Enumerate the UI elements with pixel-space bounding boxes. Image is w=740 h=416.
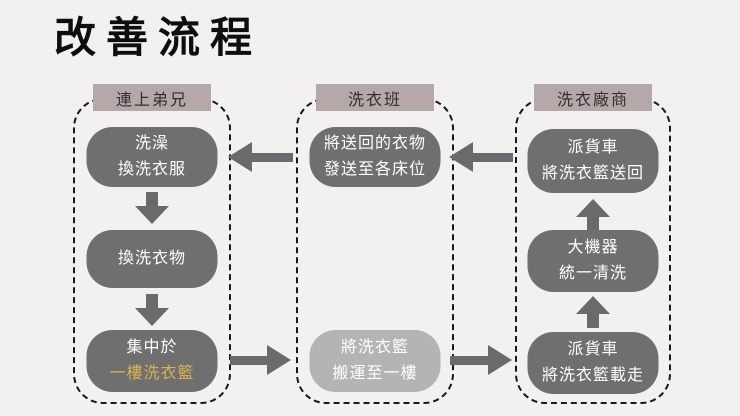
node-text-line: 集中於: [126, 338, 178, 356]
node-carry-basket-to-first-floor: 將洗衣籃 搬運至一樓: [309, 330, 441, 392]
arrow-down-icon: [135, 294, 169, 326]
node-text-line: 統一清洗: [558, 264, 627, 282]
column-laundry-vendor: 洗衣廠商 派貨車 將洗衣籃送回 大機器 統一清洗 派貨車 將洗衣籃載走: [515, 84, 671, 404]
arrow-down-icon: [135, 192, 169, 224]
node-text-line: 派貨車: [567, 138, 619, 156]
arrow-right-icon: [230, 345, 291, 375]
node-truck-take-basket-away: 派貨車 將洗衣籃載走: [527, 332, 659, 394]
arrow-head: [135, 308, 169, 326]
node-text-line: 將洗衣籃: [340, 338, 409, 356]
arrow-head: [576, 199, 610, 217]
column-header-brothers: 連上弟兄: [93, 84, 211, 111]
arrow-left-icon: [449, 142, 513, 172]
column-brothers: 連上弟兄 洗澡 換洗衣服 換洗衣物 集中於 一樓洗衣籃: [73, 84, 231, 404]
arrow-stem: [146, 294, 158, 308]
arrow-stem: [252, 152, 293, 162]
arrow-head: [576, 296, 610, 314]
node-bathe-change-clothes: 洗澡 換洗衣服: [86, 127, 218, 187]
column-laundry-team: 洗衣班 將送回的衣物 發送至各床位 將洗衣籃 搬運至一樓: [296, 84, 454, 404]
arrow-stem: [146, 192, 158, 206]
arrow-head: [228, 142, 252, 172]
node-text-line: 換洗衣服: [117, 160, 186, 178]
arrow-up-icon: [576, 296, 610, 328]
node-distribute-returned-clothes: 將送回的衣物 發送至各床位: [309, 127, 441, 187]
node-text-line: 發送至各床位: [323, 160, 426, 178]
column-header-laundry-team: 洗衣班: [316, 84, 434, 111]
arrow-stem: [450, 355, 488, 365]
node-machine-unified-wash: 大機器 統一清洗: [527, 230, 659, 292]
arrow-head: [488, 345, 512, 375]
arrow-left-icon: [228, 142, 293, 172]
node-collect-first-floor-basket: 集中於 一樓洗衣籃: [86, 330, 218, 392]
arrow-stem: [473, 152, 513, 162]
page-title: 改善流程: [54, 14, 263, 61]
arrow-stem: [587, 217, 599, 231]
node-text-line: 大機器: [567, 238, 619, 256]
node-text-line: 派貨車: [567, 340, 619, 358]
arrow-up-icon: [576, 199, 610, 231]
node-text-line: 將送回的衣物: [323, 134, 426, 152]
node-text-line: 洗澡: [134, 134, 169, 152]
arrow-right-icon: [450, 345, 512, 375]
arrow-head: [135, 206, 169, 224]
column-header-laundry-vendor: 洗衣廠商: [534, 84, 652, 111]
arrow-stem: [230, 355, 267, 365]
arrow-head: [267, 345, 291, 375]
node-text-line: 換洗衣物: [117, 249, 186, 267]
node-text-line: 將洗衣籃載走: [541, 366, 644, 384]
node-truck-return-basket: 派貨車 將洗衣籃送回: [527, 129, 659, 193]
node-text-line: 搬運至一樓: [332, 364, 418, 382]
arrow-head: [449, 142, 473, 172]
node-change-laundry: 換洗衣物: [86, 230, 218, 288]
node-text-line: 將洗衣籃送回: [541, 164, 644, 182]
node-text-line-highlight: 一樓洗衣籃: [109, 364, 195, 382]
arrow-stem: [587, 314, 599, 328]
